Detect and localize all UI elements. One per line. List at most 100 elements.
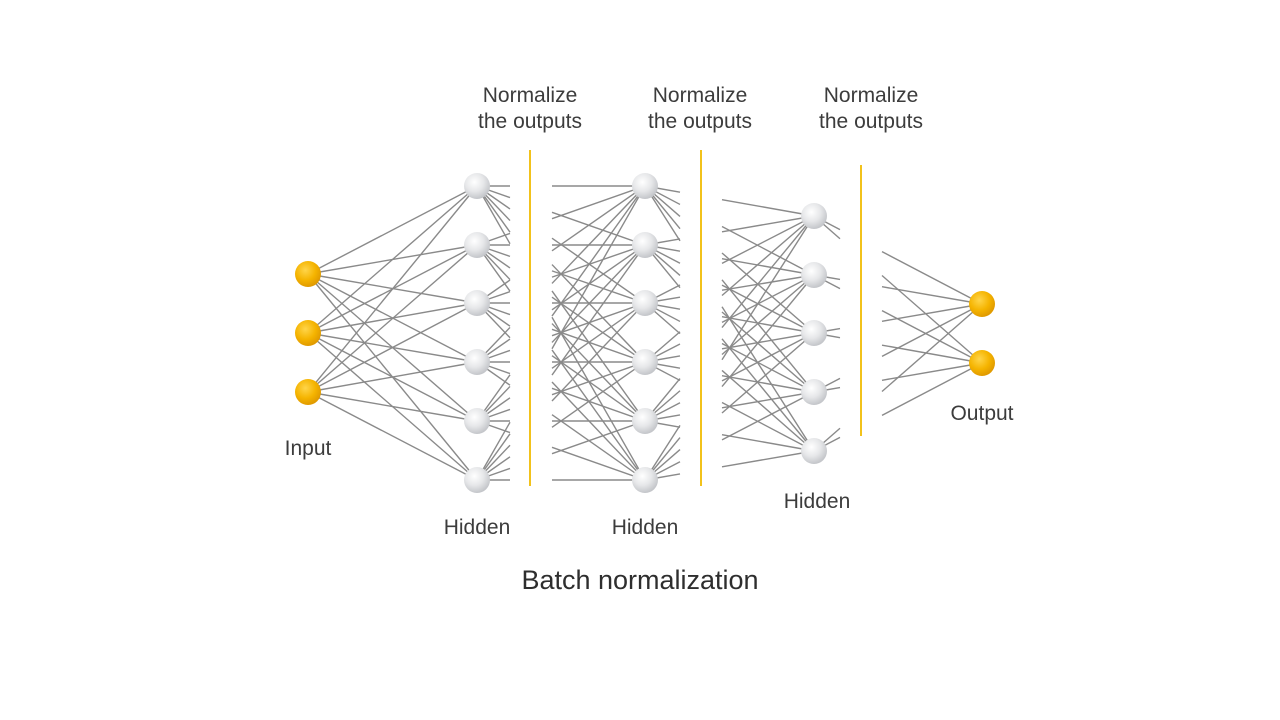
edge-stub-in-3: [881, 303, 983, 322]
hidden-3-node-1: [801, 203, 827, 229]
hidden-3-node-3: [801, 320, 827, 346]
hidden-2-node-2: [632, 232, 658, 258]
edge-stub-in-2: [721, 274, 815, 291]
edge-stub-in-1: [551, 244, 646, 311]
edge-stub-in-2: [721, 374, 815, 393]
edge-stub-in-2: [721, 342, 815, 393]
hidden-1-node-1: [464, 173, 490, 199]
edge-stub-in-2: [721, 215, 815, 361]
edge-stub-in-1: [551, 361, 646, 396]
edge-stub-in-2: [721, 332, 815, 350]
edge-stub-in-2: [721, 215, 815, 233]
edge-stub-in-1: [551, 185, 646, 317]
edge-stub-in-1: [551, 355, 646, 422]
edge-stub-in-2: [721, 274, 815, 323]
hidden-2-label: Hidden: [611, 516, 679, 539]
edge-stub-in-1: [551, 302, 646, 402]
normalize-label-2-line2: the outputs: [648, 110, 752, 133]
edge-stub-in-1: [551, 387, 646, 422]
edge-stub-in-2: [721, 433, 815, 452]
edge-in-h1: [307, 302, 478, 393]
edge-stub-in-2: [721, 315, 815, 334]
normalization-dividers: [529, 150, 862, 486]
edge-stub-in-1: [551, 302, 646, 337]
hidden-1-label: Hidden: [443, 516, 511, 539]
input-node-3: [295, 379, 321, 405]
hidden-1-node-3: [464, 290, 490, 316]
edge-stub-in-3: [881, 309, 983, 364]
edge-stub-in-3: [881, 362, 983, 417]
edge-stub-in-1: [551, 361, 646, 428]
hidden-3-node-4: [801, 379, 827, 405]
edge-stub-in-2: [721, 284, 815, 334]
normalize-label-2-line1: Normalize: [652, 84, 748, 107]
edge-stub-in-3: [881, 303, 983, 358]
edge-stub-in-1: [551, 328, 646, 363]
edge-stub-in-1: [551, 420, 646, 455]
edge-stub-in-2: [721, 279, 815, 393]
edge-stub-in-1: [551, 414, 646, 481]
edge-stub-in-2: [721, 257, 815, 276]
edge-stub-in-2: [721, 215, 815, 264]
edge-stub-in-3: [881, 286, 983, 305]
edge-stub-in-2: [721, 252, 815, 334]
edge-in-h1: [307, 185, 478, 393]
hidden-3-node-2: [801, 262, 827, 288]
edge-stub-in-1: [551, 446, 646, 481]
input-node-2: [295, 320, 321, 346]
edge-stub-in-3: [881, 303, 983, 393]
edge-stub-in-1: [551, 323, 646, 422]
output-label: Output: [950, 402, 1014, 425]
diagram-title: Batch normalization: [521, 565, 759, 595]
edge-in-h1: [307, 185, 478, 334]
output-node-2: [969, 350, 995, 376]
edge-stub-in-1: [551, 349, 646, 481]
input-node-1: [295, 261, 321, 287]
edge-stub-in-2: [721, 450, 815, 468]
hidden-1-node-6: [464, 467, 490, 493]
normalize-label-2: Normalize the outputs: [648, 83, 752, 135]
edge-stub-in-1: [551, 244, 646, 278]
edge-stub-in-1: [551, 302, 646, 369]
edge-stub-in-2: [721, 338, 815, 452]
edge-stub-in-2: [721, 274, 815, 356]
output-node-1: [969, 291, 995, 317]
edge-stub-in-1: [551, 316, 646, 481]
edge-stub-in-2: [721, 215, 815, 329]
edge-stub-in-2: [721, 306, 815, 452]
connections: [307, 185, 983, 481]
hidden-3-label: Hidden: [783, 490, 851, 513]
edge-stub-in-1: [551, 185, 646, 284]
hidden-2-node-5: [632, 408, 658, 434]
edge-stub-in-1: [551, 290, 646, 422]
neurons: [295, 173, 995, 493]
hidden-2-node-6: [632, 467, 658, 493]
edge-stub-in-2: [721, 332, 815, 414]
edge-stub-in-2: [721, 391, 815, 441]
edge-stub-in-2: [721, 401, 815, 452]
hidden-3-node-5: [801, 438, 827, 464]
edge-stub-in-1: [551, 237, 646, 304]
edge-in-h1: [307, 391, 478, 422]
edge-stub-in-1: [551, 244, 646, 343]
edge-stub-in-2: [721, 391, 815, 409]
hidden-2-node-3: [632, 290, 658, 316]
hidden-2-node-4: [632, 349, 658, 375]
edge-stub-in-1: [551, 264, 646, 363]
edge-stub-in-1: [551, 185, 646, 350]
edge-stub-in-2: [721, 215, 815, 297]
edge-stub-in-2: [721, 225, 815, 276]
normalize-label-3: Normalize the outputs: [819, 83, 923, 135]
edge-stub-in-2: [721, 332, 815, 382]
edge-stub-in-1: [551, 185, 646, 252]
edge-stub-in-1: [551, 381, 646, 481]
edge-stub-in-2: [721, 198, 815, 217]
edge-stub-in-1: [551, 270, 646, 304]
normalize-label-3-line1: Normalize: [823, 84, 919, 107]
hidden-2-node-1: [632, 173, 658, 199]
edge-stub-in-1: [551, 185, 646, 220]
normalize-label-1: Normalize the outputs: [478, 83, 582, 135]
hidden-1-node-5: [464, 408, 490, 434]
edge-stub-in-3: [881, 250, 983, 305]
